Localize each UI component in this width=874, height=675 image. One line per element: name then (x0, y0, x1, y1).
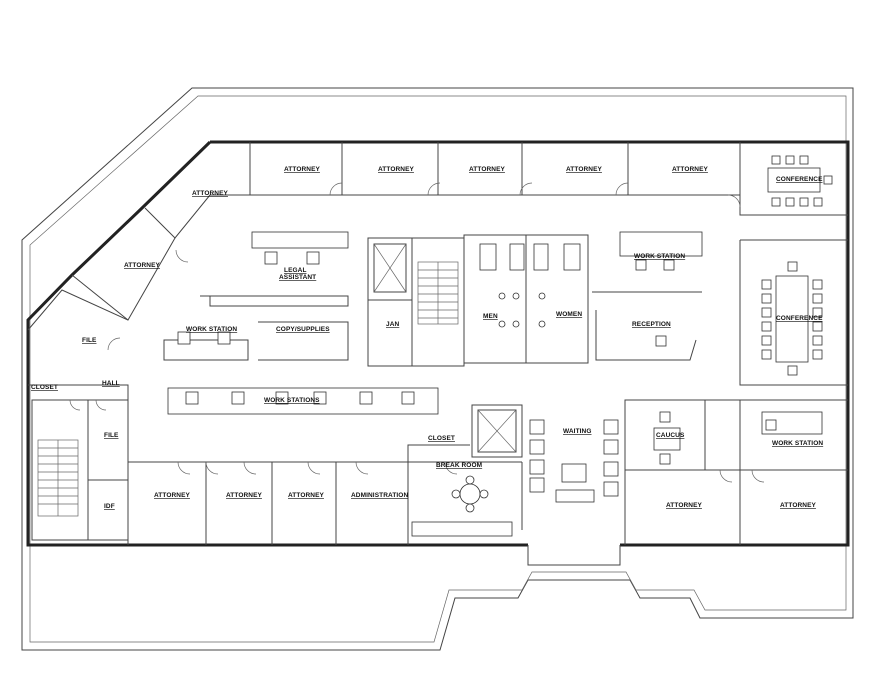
furniture (167, 155, 833, 537)
room-label-work-station-w: WORK STATION (186, 326, 237, 333)
room-label-attorney-se2: ATTORNEY (780, 502, 817, 509)
room-label-break-room: BREAK ROOM (436, 462, 482, 469)
elevators (373, 243, 517, 453)
room-label-attorney-1: ATTORNEY (284, 166, 321, 173)
room-label-attorney-ne-diag: ATTORNEY (192, 190, 229, 197)
room-label-attorney-w-diag: ATTORNEY (124, 262, 161, 269)
room-label-work-station-ne: WORK STATION (634, 253, 685, 260)
room-label-men: MEN (483, 313, 498, 320)
room-label-attorney-2: ATTORNEY (378, 166, 415, 173)
room-label-conference-large: CONFERENCE (776, 315, 823, 322)
room-label-attorney-s2: ATTORNEY (226, 492, 263, 499)
room-label-attorney-se1: ATTORNEY (666, 502, 703, 509)
building-walls (26, 140, 850, 566)
room-label-women: WOMEN (556, 311, 582, 318)
room-label-administration: ADMINISTRATION (351, 492, 408, 499)
room-label-attorney-s1: ATTORNEY (154, 492, 191, 499)
room-label-jan: JAN (386, 321, 400, 328)
room-label-work-station-se: WORK STATION (772, 440, 823, 447)
room-label-legal-1: LEGAL (284, 267, 307, 274)
room-label-waiting: WAITING (563, 428, 592, 435)
stair-west (37, 439, 79, 517)
room-label-copy-supplies: COPY/SUPPLIES (276, 326, 330, 333)
room-label-attorney-3: ATTORNEY (469, 166, 506, 173)
room-label-hall: HALL (102, 380, 120, 387)
doors (69, 182, 765, 483)
room-label-closet-s: CLOSET (428, 435, 455, 442)
site-outline (21, 87, 854, 651)
room-label-attorney-4: ATTORNEY (566, 166, 603, 173)
room-label-idf: IDF (104, 503, 115, 510)
room-label-reception: RECEPTION (632, 321, 671, 328)
room-label-file-w: FILE (82, 337, 97, 344)
room-label-attorney-5: ATTORNEY (672, 166, 709, 173)
room-label-file-sw: FILE (104, 432, 119, 439)
room-label-work-stations: WORK STATIONS (264, 397, 320, 404)
room-label-legal-2: ASSISTANT (279, 274, 316, 281)
room-label-conference-small: CONFERENCE (776, 176, 823, 183)
stair-north (417, 261, 459, 325)
room-label-attorney-s3: ATTORNEY (288, 492, 325, 499)
room-label-caucus: CAUCUS (656, 432, 685, 439)
room-label-closet-w: CLOSET (31, 384, 58, 391)
room-labels: ATTORNEY ATTORNEY ATTORNEY ATTORNEY ATTO… (31, 166, 823, 510)
